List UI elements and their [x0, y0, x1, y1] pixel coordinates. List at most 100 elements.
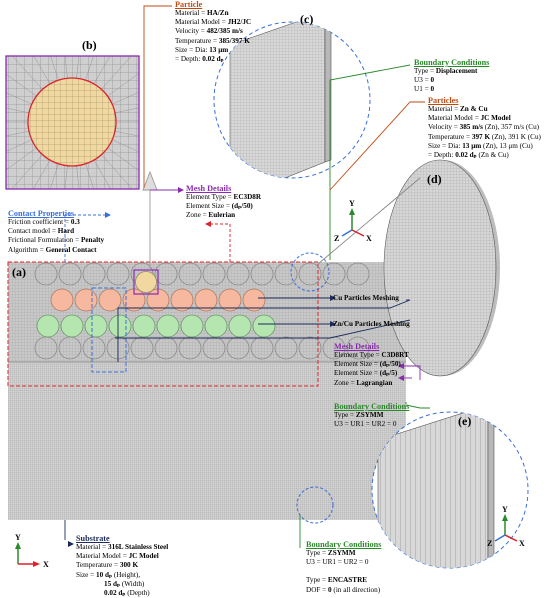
bc-displacement-title: Boundary Conditions — [414, 58, 490, 67]
particles-d-title: Particles — [428, 96, 459, 105]
label-b: (b) — [82, 38, 97, 52]
cu-particle — [156, 314, 180, 338]
mesh-euler-line: Element Type = EC3D8R — [186, 193, 262, 201]
contact-line: Frictional Formulation = Penalty — [8, 236, 105, 245]
radial-mesh-line — [101, 154, 133, 189]
outline-particle — [322, 262, 346, 286]
label-a: (a) — [12, 265, 26, 279]
substrate-line: Material Model = JC Model — [76, 552, 159, 561]
bc-bottom-line: Type = ENCASTRE — [306, 576, 368, 585]
radial-mesh-line — [12, 56, 43, 90]
radial-mesh-line — [107, 147, 139, 171]
radial-mesh-line — [6, 147, 37, 171]
connector-arrowheads — [178, 187, 404, 381]
outline-particle — [298, 336, 322, 360]
radial-mesh-line — [64, 56, 68, 79]
radial-mesh-line — [76, 56, 80, 79]
particle-b-title: Particle — [175, 0, 203, 9]
particle-b-line: Temperature = 385/397 K — [175, 36, 250, 45]
substrate-line: Temperature = 300 K — [76, 561, 139, 570]
substrate-mesh — [8, 262, 406, 520]
contact-arrowhead — [105, 212, 111, 218]
cu-particle — [204, 314, 228, 338]
outline-particle — [154, 262, 178, 286]
radial-mesh-line — [6, 73, 37, 97]
substrate-corner-zoom-e — [371, 411, 529, 569]
zn-cu-highlight-box — [91, 287, 127, 373]
outline-particle — [58, 262, 82, 286]
outline-particle — [178, 262, 202, 286]
cu-meshing-label: Cu Particles Meshing — [333, 294, 399, 302]
mesh-lagrange-line: Element Size = (dₚ/50) — [334, 360, 401, 369]
zn-particle — [242, 288, 266, 312]
mesh-euler-title: Mesh Details — [186, 184, 232, 193]
radial-mesh-line — [112, 139, 139, 153]
radial-mesh-line — [112, 91, 139, 105]
outline-particle — [34, 262, 58, 286]
mesh-euler-line: Element Size = (dₚ/50) — [186, 202, 253, 211]
contact-line: Friction coefficient = 0.3 — [8, 218, 80, 226]
label-e: (e) — [458, 414, 472, 428]
axis-x-label: X — [366, 234, 372, 243]
bc-zsymm-line: U3 = UR1 = UR2 = 0 — [334, 420, 397, 429]
outline-particle — [226, 262, 250, 286]
radial-mesh-line — [6, 107, 30, 114]
substrate-line: 0.02 dₚ (Depth) — [104, 589, 150, 598]
outline-particle — [106, 262, 130, 286]
radial-mesh-line — [101, 56, 132, 90]
zn-particle — [218, 288, 242, 312]
zn-particle — [170, 288, 194, 312]
bc-displacement-line: U1 = 0 — [414, 85, 435, 94]
outline-particle — [202, 262, 226, 286]
radial-mesh-line — [11, 154, 43, 189]
substrate-arrowhead — [68, 541, 74, 547]
label-c: (c) — [300, 12, 314, 26]
particle-b-line: Material = HA/Zn — [175, 9, 229, 17]
cu-particle — [252, 314, 276, 338]
contact-title: Contact Properties — [8, 209, 75, 218]
contact-line: Contact model = Hard — [8, 227, 75, 236]
radial-mesh-line — [76, 165, 80, 189]
bc-zsymm-title: Boundary Conditions — [334, 402, 410, 411]
axis-y-label-2: Y — [15, 533, 21, 542]
mesh-lagrange-line: Element Size = (dₚ/5) — [334, 369, 398, 378]
mesh-euler-line: Zone = Eulerian — [186, 211, 236, 220]
label-d: (d) — [427, 172, 442, 186]
ha-particle-highlight — [133, 269, 159, 295]
particles-d-line: Velocity = 385 m/s (Zn), 357 m/s (Cu) — [428, 123, 540, 132]
mesh-lagrange-title: Mesh Details — [334, 342, 380, 351]
substrate-line: Size = 10 dₚ (Height), — [76, 570, 141, 579]
outline-particle — [274, 262, 298, 286]
particles-d-line: Size = Dia: 13 μm (Zn), 13 μm (Cu) — [428, 141, 533, 150]
outline-particle — [346, 262, 370, 286]
axis-x-label-2: X — [43, 560, 49, 569]
cu-particle — [228, 314, 252, 338]
axis-triad-bottom-right: Y X Z — [487, 505, 525, 548]
radial-mesh-line — [85, 56, 94, 81]
connector-lines — [64, 5, 430, 548]
mesh-euler-arrowhead — [205, 221, 211, 227]
contact-line: Algorithm = General Contact — [8, 245, 97, 254]
substrate-line: Material = 316L Stainless Steel — [76, 543, 169, 551]
bc-bottom-title: Boundary Conditions — [306, 540, 382, 549]
zn-particle — [98, 288, 122, 312]
particles-d-line: Temperature = 397 K (Zn), 391 K (Cu) — [428, 132, 541, 141]
zn-particle — [74, 288, 98, 312]
radial-mesh-line — [6, 130, 30, 137]
radial-mesh-line — [64, 165, 68, 189]
edge-zoom-marker — [296, 486, 334, 524]
particle-b-line: = Depth: 0.02 dₚ — [175, 55, 224, 64]
cu-particle — [36, 314, 60, 338]
bc-bottom-line: Type = ZSYMM — [306, 549, 356, 557]
mesh-lagrange-line: Element Type = C3D8RT — [334, 351, 409, 359]
cu-particle — [108, 314, 132, 338]
boundary-zoom-view-c — [213, 21, 371, 179]
particle-zoom-view — [5, 55, 140, 190]
substrate-info: Substrate Material = 316L Stainless Stee… — [76, 534, 168, 598]
axis-z-label-3: Z — [487, 539, 492, 548]
axis-triad-top: Y X Z — [334, 199, 372, 243]
